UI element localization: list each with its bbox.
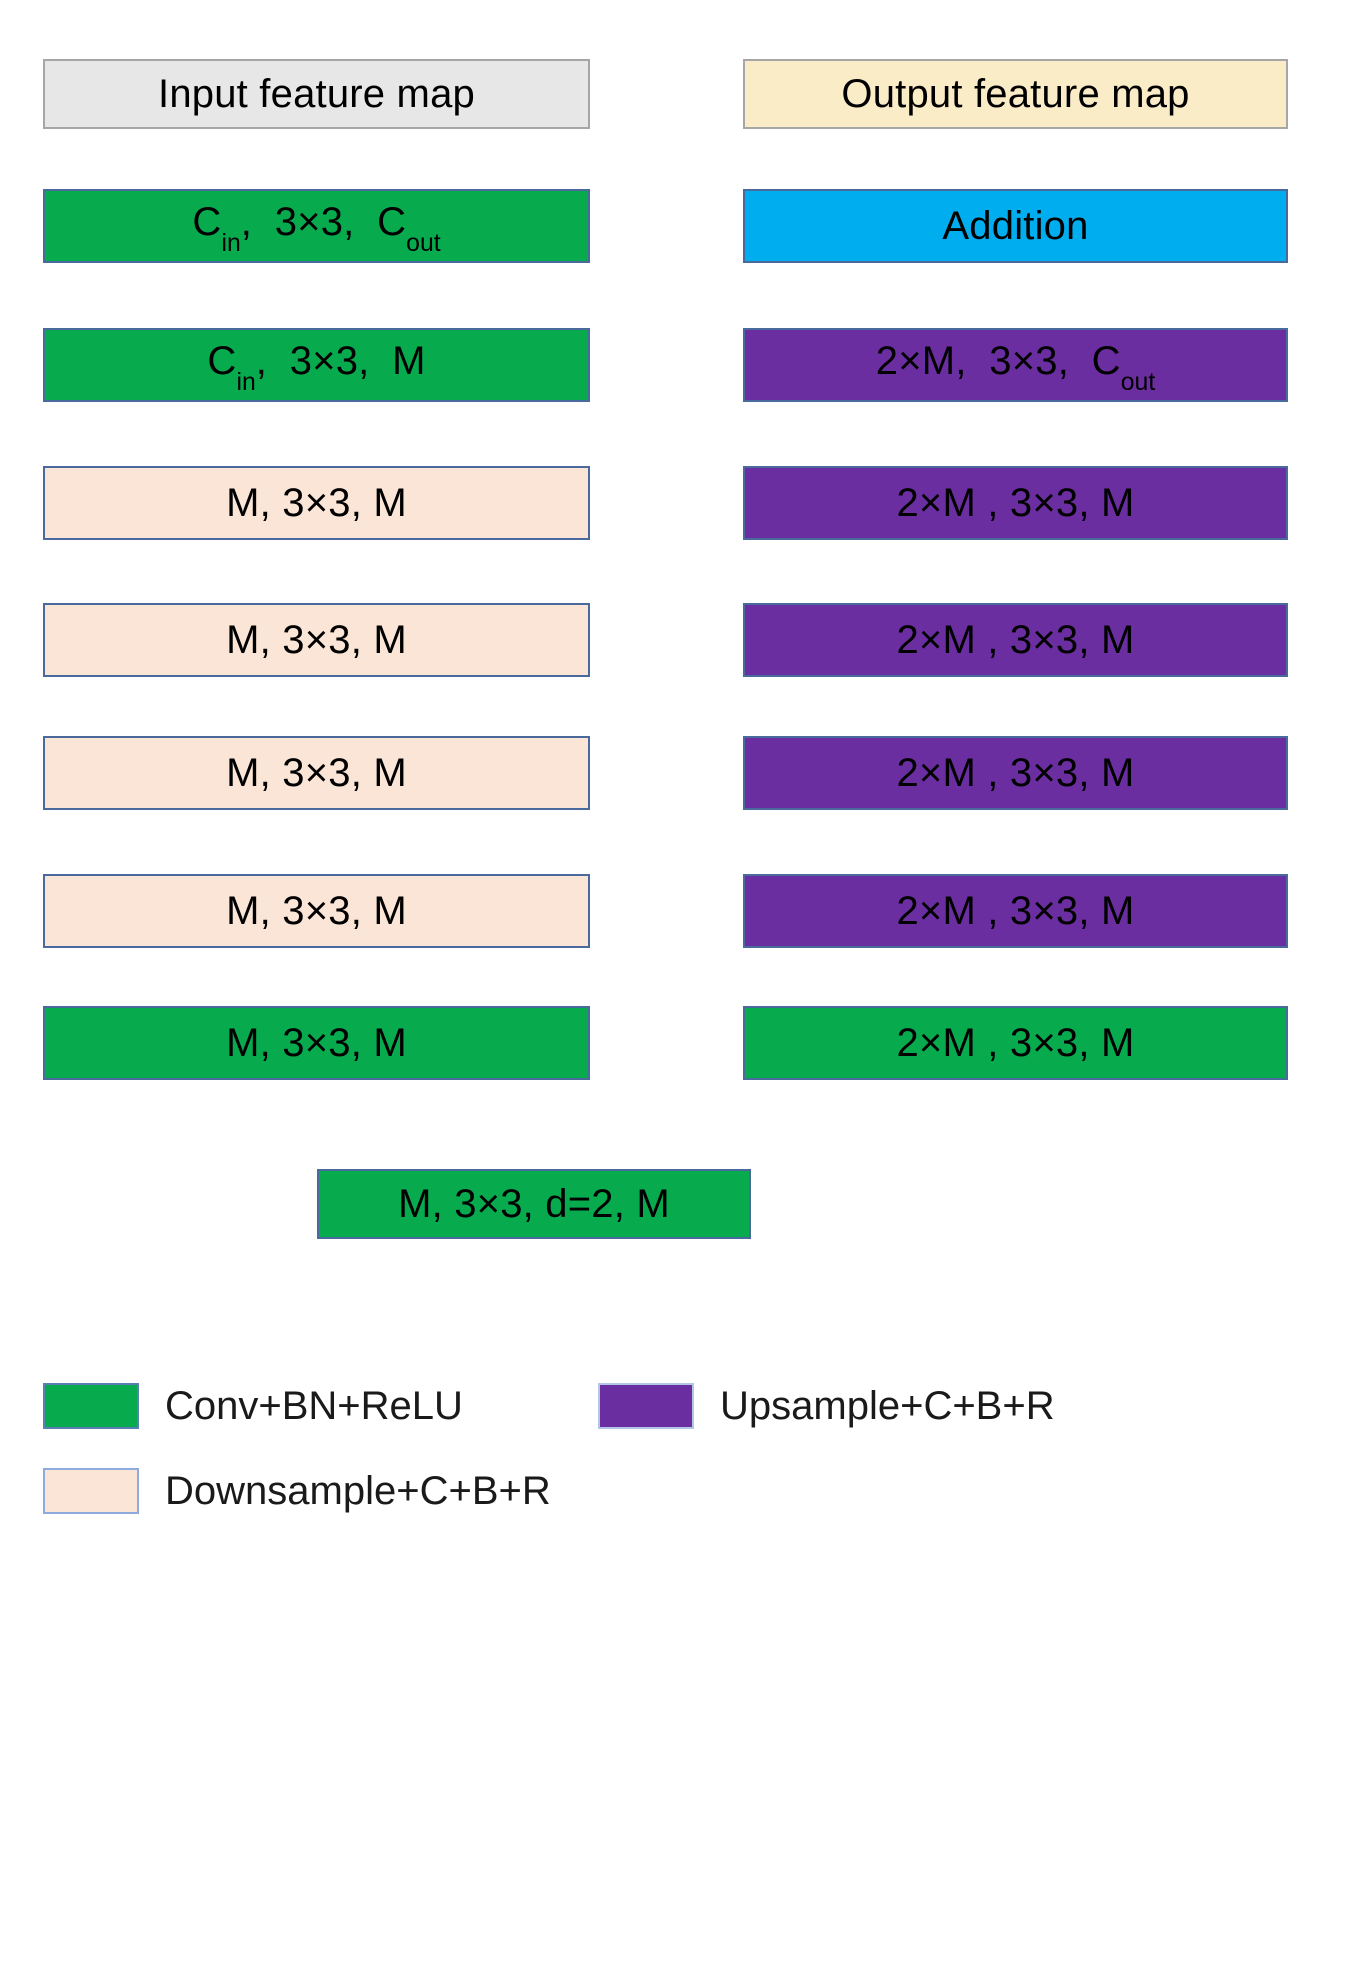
legend-label-upsample: Upsample+C+B+R xyxy=(720,1384,1055,1428)
left-conv-block-3-label: M, 3×3, M xyxy=(226,1021,407,1065)
left-downsample-block-1-label: M, 3×3, M xyxy=(226,481,407,525)
input-feature-map-header: Input feature map xyxy=(43,59,590,129)
left-downsample-block-4: M, 3×3, M xyxy=(43,874,590,948)
left-conv-block-1: Cin, 3×3, Cout xyxy=(43,189,590,263)
right-conv-block-1-label: 2×M , 3×3, M xyxy=(896,1021,1135,1065)
addition-block-label: Addition xyxy=(942,204,1089,248)
left-conv-block-1-label: Cin, 3×3, Cout xyxy=(192,200,441,258)
left-downsample-block-4-label: M, 3×3, M xyxy=(226,889,407,933)
legend-item-conv: Conv+BN+ReLU xyxy=(43,1383,463,1429)
legend-label-downsample: Downsample+C+B+R xyxy=(165,1469,551,1513)
bottleneck-dilated-conv-block: M, 3×3, d=2, M xyxy=(317,1169,751,1239)
left-downsample-block-3: M, 3×3, M xyxy=(43,736,590,810)
left-conv-block-2: Cin, 3×3, M xyxy=(43,328,590,402)
legend-item-upsample: Upsample+C+B+R xyxy=(598,1383,1055,1429)
right-upsample-block-1: 2×M, 3×3, Cout xyxy=(743,328,1288,402)
right-upsample-block-2: 2×M , 3×3, M xyxy=(743,466,1288,540)
legend-swatch-downsample-icon xyxy=(43,1468,139,1514)
legend-item-downsample: Downsample+C+B+R xyxy=(43,1468,551,1514)
addition-block: Addition xyxy=(743,189,1288,263)
legend-swatch-upsample-icon xyxy=(598,1383,694,1429)
left-downsample-block-1: M, 3×3, M xyxy=(43,466,590,540)
right-upsample-block-4-label: 2×M , 3×3, M xyxy=(896,751,1135,795)
left-downsample-block-3-label: M, 3×3, M xyxy=(226,751,407,795)
left-downsample-block-2-label: M, 3×3, M xyxy=(226,618,407,662)
right-upsample-block-2-label: 2×M , 3×3, M xyxy=(896,481,1135,525)
right-upsample-block-4: 2×M , 3×3, M xyxy=(743,736,1288,810)
right-upsample-block-3-label: 2×M , 3×3, M xyxy=(896,618,1135,662)
right-upsample-block-5-label: 2×M , 3×3, M xyxy=(896,889,1135,933)
output-feature-map-header: Output feature map xyxy=(743,59,1288,129)
input-feature-map-label: Input feature map xyxy=(158,72,475,116)
left-downsample-block-2: M, 3×3, M xyxy=(43,603,590,677)
right-upsample-block-5: 2×M , 3×3, M xyxy=(743,874,1288,948)
legend-swatch-conv-icon xyxy=(43,1383,139,1429)
left-conv-block-2-label: Cin, 3×3, M xyxy=(207,339,426,397)
right-upsample-block-3: 2×M , 3×3, M xyxy=(743,603,1288,677)
bottleneck-dilated-conv-label: M, 3×3, d=2, M xyxy=(398,1182,670,1226)
output-feature-map-label: Output feature map xyxy=(841,72,1190,116)
right-upsample-block-1-label: 2×M, 3×3, Cout xyxy=(875,339,1156,397)
left-conv-block-3: M, 3×3, M xyxy=(43,1006,590,1080)
right-conv-block-1: 2×M , 3×3, M xyxy=(743,1006,1288,1080)
legend-label-conv: Conv+BN+ReLU xyxy=(165,1384,463,1428)
